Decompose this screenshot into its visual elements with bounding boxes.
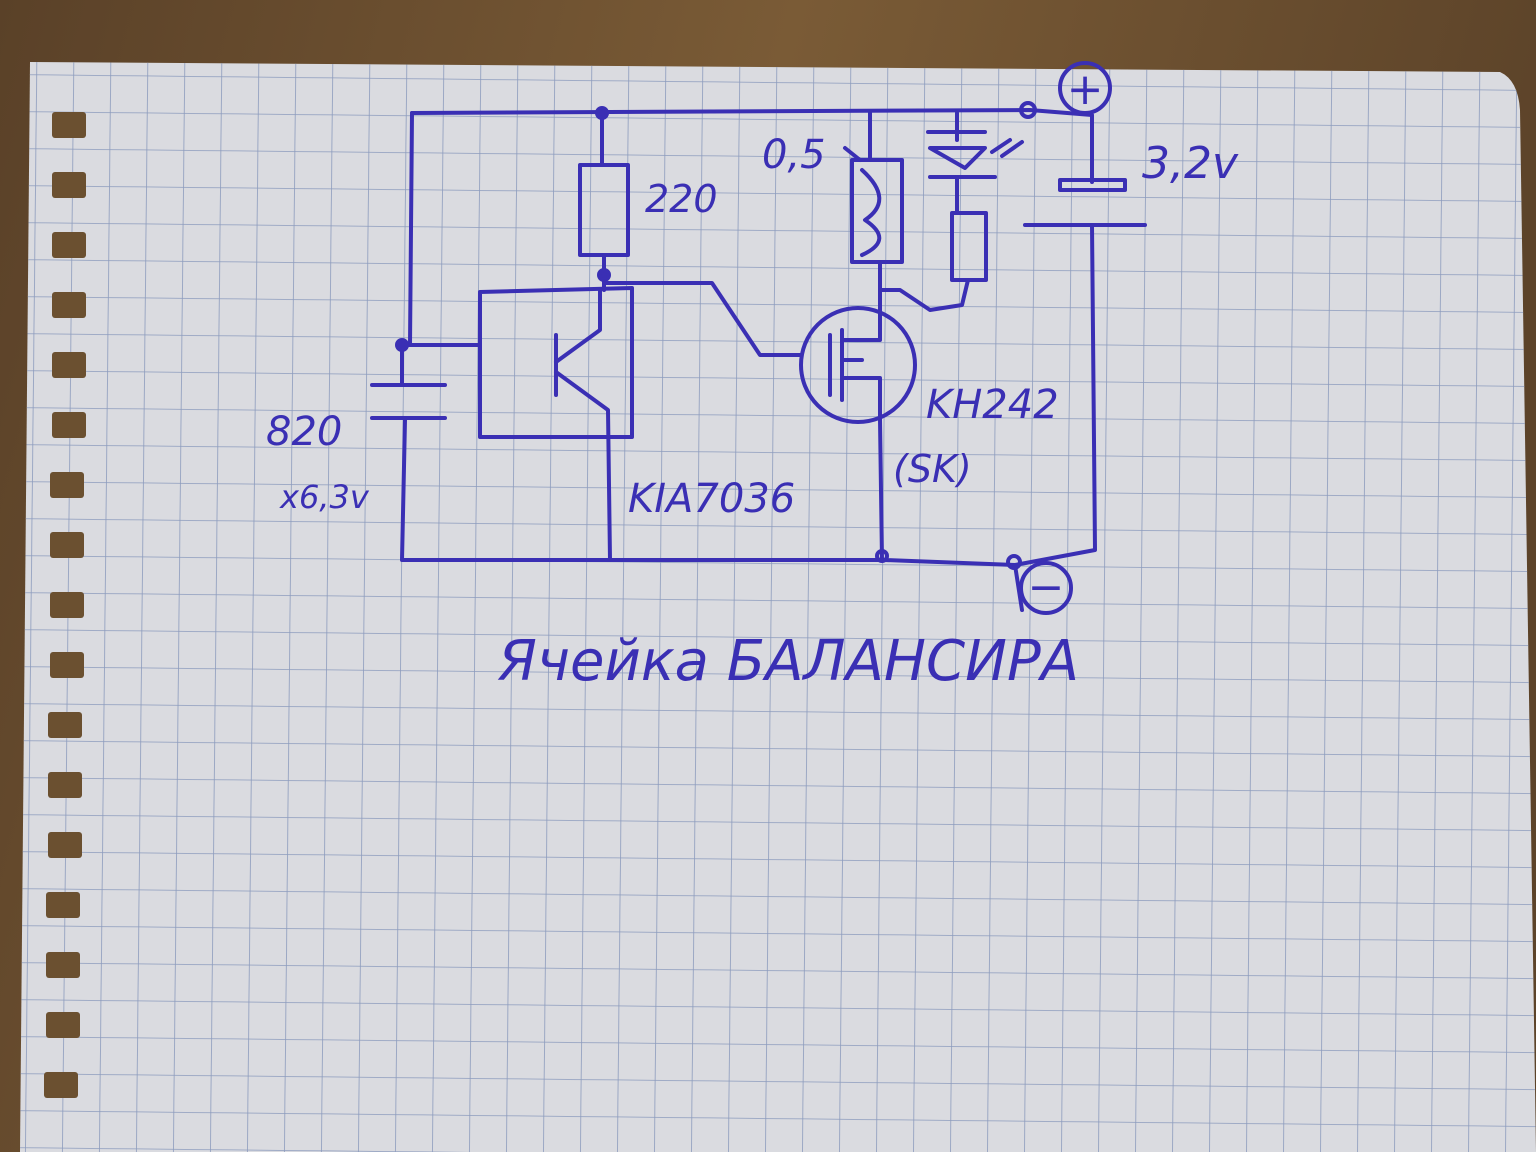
spiral-holes xyxy=(44,112,86,1098)
mosfet-note-label: (SK) xyxy=(893,447,972,491)
led-symbol xyxy=(926,130,1024,282)
mosfet-symbol xyxy=(799,298,917,424)
capacitor-voltage-label: x6,3v xyxy=(279,478,370,516)
voltage-detector-kia7036-symbol xyxy=(478,286,634,562)
plus-terminal-label: + xyxy=(1067,64,1104,115)
nodes xyxy=(395,101,1037,570)
shunt-resistor-label: 0,5 xyxy=(762,132,826,178)
paper-sheet xyxy=(20,62,1536,1152)
minus-terminal: − xyxy=(1019,561,1073,615)
detector-label: KIA7036 xyxy=(628,476,795,522)
resistor-220-label: 220 xyxy=(645,177,718,221)
diagram-title: Ячейка БАЛАНСИРА xyxy=(497,629,1079,694)
capacitor-value-label: 820 xyxy=(266,409,342,455)
mosfet-label: KH242 xyxy=(926,382,1059,428)
battery-cell-symbol xyxy=(1023,178,1147,227)
plus-terminal: + xyxy=(1058,61,1112,115)
shunt-resistor-symbol xyxy=(843,146,904,264)
battery-voltage-label: 3,2v xyxy=(1142,138,1239,189)
capacitor-symbol xyxy=(370,383,447,420)
resistor-220-symbol xyxy=(578,163,630,257)
minus-terminal-label: − xyxy=(1028,562,1065,613)
